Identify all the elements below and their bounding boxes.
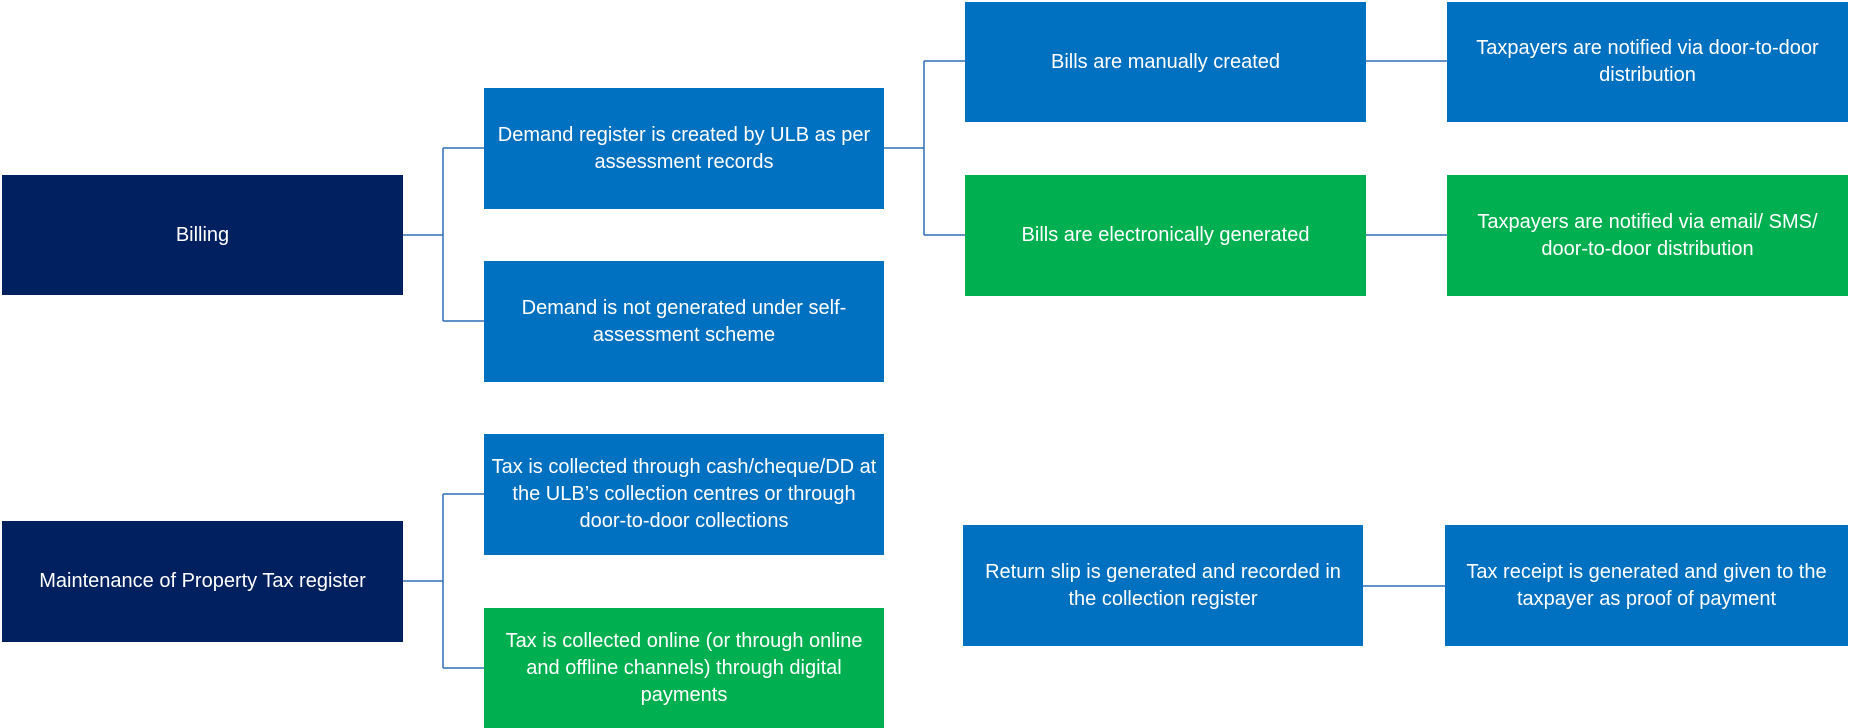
- return-slip-node: Return slip is generated and recorded in…: [963, 525, 1363, 646]
- collected-online-node: Tax is collected online (or through onli…: [484, 608, 884, 728]
- demand-not-generated-node: Demand is not generated under self-asses…: [484, 261, 884, 382]
- billing-node: Billing: [2, 175, 403, 295]
- demand-register-node: Demand register is created by ULB as per…: [484, 88, 884, 209]
- bills-electronic-node: Bills are electronically generated: [965, 175, 1366, 296]
- maintenance-node: Maintenance of Property Tax register: [2, 521, 403, 642]
- tax-receipt-node: Tax receipt is generated and given to th…: [1445, 525, 1848, 646]
- notify-door-node: Taxpayers are notified via door-to-door …: [1447, 2, 1848, 122]
- notify-email-node: Taxpayers are notified via email/ SMS/ d…: [1447, 175, 1848, 296]
- collected-cash-node: Tax is collected through cash/cheque/DD …: [484, 434, 884, 555]
- bills-manual-node: Bills are manually created: [965, 2, 1366, 122]
